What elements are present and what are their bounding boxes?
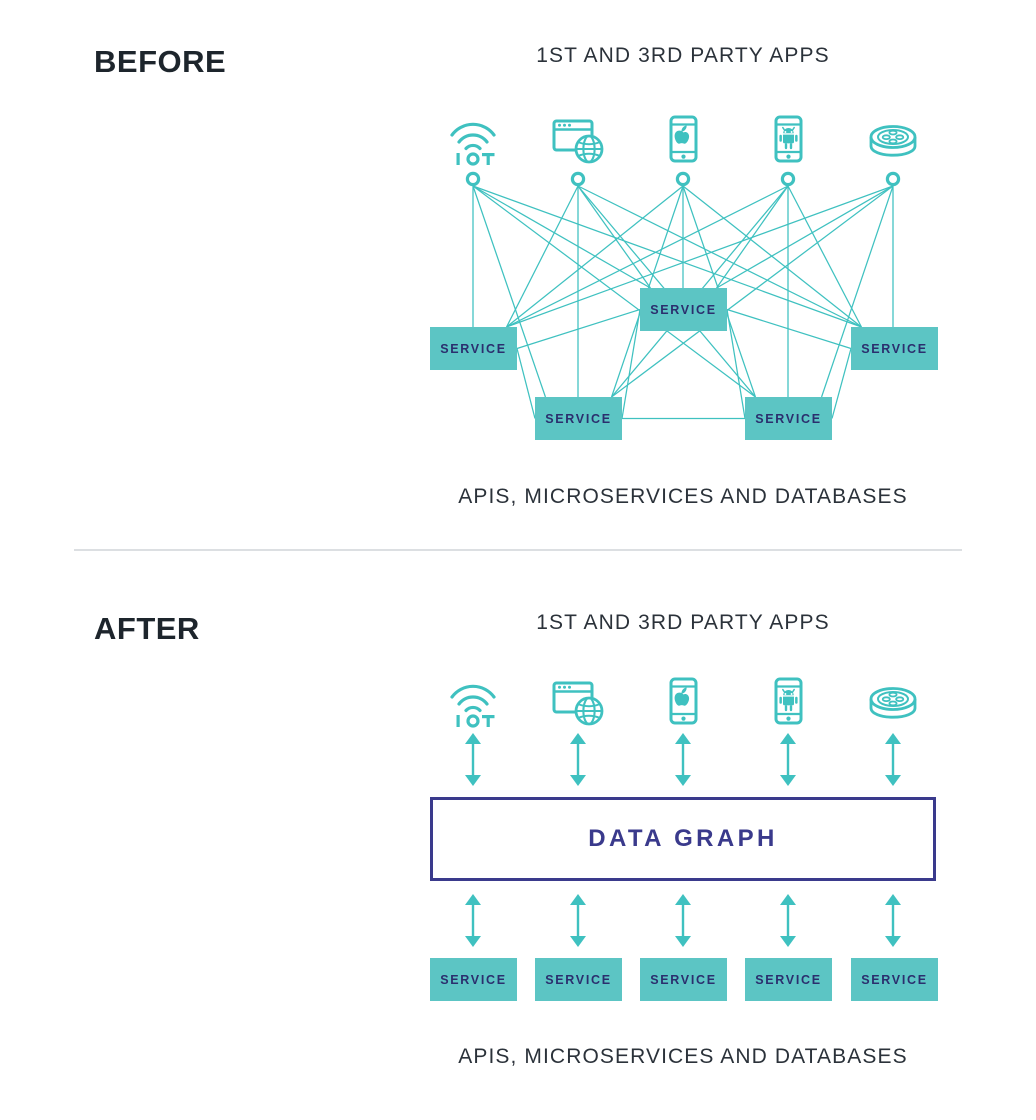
iot-icon bbox=[443, 672, 503, 730]
before-service-box-1[interactable]: SERVICE bbox=[430, 327, 517, 370]
section-divider bbox=[74, 549, 962, 551]
service-box-label: SERVICE bbox=[755, 411, 822, 426]
after-api-label: APIS, MICROSERVICES AND DATABASES bbox=[458, 1045, 908, 1068]
graph-edge-service-service bbox=[726, 308, 852, 350]
graph-edge-service-service bbox=[516, 308, 641, 350]
after-service-box-4[interactable]: SERVICE bbox=[745, 958, 832, 1001]
before-service-box-2[interactable]: SERVICE bbox=[535, 397, 622, 440]
app-node-2[interactable] bbox=[570, 171, 586, 187]
iphone-icon bbox=[653, 672, 713, 730]
iphone-icon bbox=[653, 110, 713, 168]
after-service-box-1[interactable]: SERVICE bbox=[430, 958, 517, 1001]
graph-edge-service-service bbox=[831, 348, 852, 419]
app-node-3[interactable] bbox=[675, 171, 691, 187]
graph-edge-node-service bbox=[577, 185, 651, 289]
android-phone-icon bbox=[758, 110, 818, 168]
after-service-box-2[interactable]: SERVICE bbox=[535, 958, 622, 1001]
data-graph-label: DATA GRAPH bbox=[588, 825, 778, 852]
service-box-label: SERVICE bbox=[861, 972, 928, 987]
before-service-box-5[interactable]: SERVICE bbox=[851, 327, 938, 370]
service-box-label: SERVICE bbox=[650, 302, 717, 317]
service-box-label: SERVICE bbox=[650, 972, 717, 987]
before-icon-row bbox=[0, 110, 1036, 170]
service-box-label: SERVICE bbox=[861, 341, 928, 356]
graph-edge-node-service bbox=[716, 185, 789, 289]
arrow-service-5 bbox=[885, 894, 901, 947]
graph-edge-node-service bbox=[787, 185, 862, 328]
service-box-label: SERVICE bbox=[755, 972, 822, 987]
after-service-box-3[interactable]: SERVICE bbox=[640, 958, 727, 1001]
arrow-service-3 bbox=[675, 894, 691, 947]
before-api-label: APIS, MICROSERVICES AND DATABASES bbox=[458, 485, 908, 508]
service-box-label: SERVICE bbox=[545, 972, 612, 987]
graph-edge-service-service bbox=[621, 309, 641, 419]
arrow-app-4 bbox=[780, 733, 796, 786]
web-browser-icon bbox=[548, 110, 608, 168]
arrow-app-3 bbox=[675, 733, 691, 786]
app-node-1[interactable] bbox=[465, 171, 481, 187]
smart-speaker-icon bbox=[863, 672, 923, 730]
smart-speaker-icon bbox=[863, 110, 923, 168]
arrow-app-2 bbox=[570, 733, 586, 786]
after-icon-row bbox=[0, 672, 1036, 732]
arrow-app-1 bbox=[465, 733, 481, 786]
arrow-service-2 bbox=[570, 894, 586, 947]
graph-edge-node-service bbox=[506, 185, 579, 328]
arrow-app-5 bbox=[885, 733, 901, 786]
before-apps-label: 1ST AND 3RD PARTY APPS bbox=[536, 44, 830, 67]
service-box-label: SERVICE bbox=[440, 972, 507, 987]
android-phone-icon bbox=[758, 672, 818, 730]
data-graph-box[interactable]: DATA GRAPH bbox=[430, 797, 936, 881]
web-browser-icon bbox=[548, 672, 608, 730]
graph-edge-node-service bbox=[472, 185, 651, 289]
app-node-4[interactable] bbox=[780, 171, 796, 187]
arrow-service-4 bbox=[780, 894, 796, 947]
graph-edge-service-service bbox=[516, 348, 536, 419]
after-service-box-5[interactable]: SERVICE bbox=[851, 958, 938, 1001]
arrow-service-1 bbox=[465, 894, 481, 947]
after-apps-label: 1ST AND 3RD PARTY APPS bbox=[536, 611, 830, 634]
service-box-label: SERVICE bbox=[440, 341, 507, 356]
graph-edge-service-service bbox=[726, 309, 746, 419]
before-service-box-3[interactable]: SERVICE bbox=[640, 288, 727, 331]
iot-icon bbox=[443, 110, 503, 168]
before-section-title: BEFORE bbox=[94, 44, 227, 79]
before-service-box-4[interactable]: SERVICE bbox=[745, 397, 832, 440]
after-section-title: AFTER bbox=[94, 611, 200, 646]
app-node-5[interactable] bbox=[885, 171, 901, 187]
service-box-label: SERVICE bbox=[545, 411, 612, 426]
graph-edge-node-service bbox=[716, 185, 894, 289]
